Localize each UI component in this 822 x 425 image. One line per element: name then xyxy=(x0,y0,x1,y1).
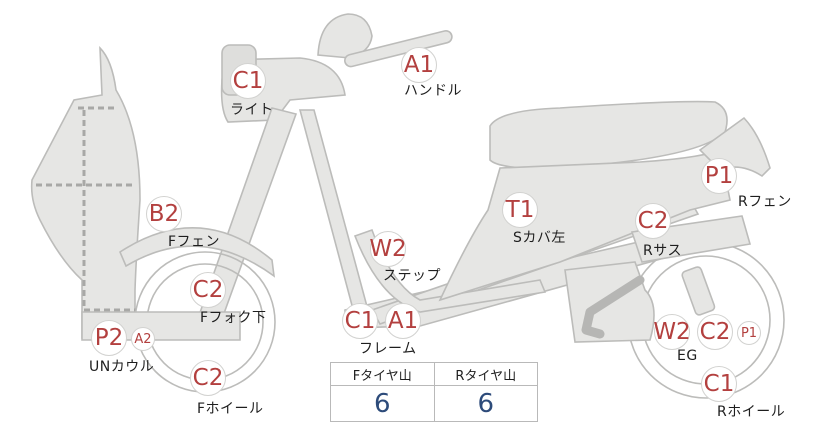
f-wheel-label: Fホイール xyxy=(197,401,264,417)
f-tire-tread-value: 6 xyxy=(330,385,435,422)
r-wheel-damage-badge: C1 xyxy=(701,366,737,402)
engine-damage-badge-2: C2 xyxy=(697,314,733,350)
r-tire-tread-value: 6 xyxy=(433,385,538,422)
r-fender-label: Rフェン xyxy=(738,194,792,210)
f-fork-lower-damage-badge: C2 xyxy=(190,272,226,308)
f-fender-label: Fフェン xyxy=(168,234,221,250)
f-fork-lower-label: Fフォク下 xyxy=(200,310,267,326)
f-fender-damage-badge: B2 xyxy=(146,196,182,232)
light-label: ライト xyxy=(230,102,274,118)
handlebar-shape xyxy=(344,30,453,68)
under-cowl-shape xyxy=(30,45,141,339)
un-cowl-damage-badge-2: A2 xyxy=(131,327,155,351)
un-cowl-damage-badge-1: P2 xyxy=(91,320,127,356)
step-label: ステップ xyxy=(383,268,441,284)
r-wheel-label: Rホイール xyxy=(717,404,786,420)
frame-damage-badge-2: A1 xyxy=(385,303,421,339)
exhaust-pipe xyxy=(581,275,645,339)
frame-label: フレーム xyxy=(359,341,417,357)
s-cover-left-damage-badge: T1 xyxy=(502,192,538,228)
step-damage-badge: W2 xyxy=(369,231,407,267)
engine-damage-badge-3: P1 xyxy=(737,321,761,345)
handle-label: ハンドル xyxy=(404,83,462,99)
shock-absorber-shape xyxy=(681,266,716,316)
down-frame-shape xyxy=(298,109,373,329)
engine-label: EG xyxy=(677,348,698,364)
r-suspension-label: Rサス xyxy=(643,243,682,259)
handle-damage-badge: A1 xyxy=(401,47,437,83)
frame-damage-badge-1: C1 xyxy=(342,303,378,339)
f-tire-tread-header: Fタイヤ山 xyxy=(330,362,435,386)
un-cowl-label: UNカウル xyxy=(89,359,155,375)
tire-tread-table: Fタイヤ山 Rタイヤ山 6 6 xyxy=(330,362,538,422)
s-cover-left-label: Sカバ左 xyxy=(513,230,566,246)
light-damage-badge: C1 xyxy=(230,63,266,99)
r-fender-damage-badge: P1 xyxy=(701,158,737,194)
f-wheel-damage-badge: C2 xyxy=(190,360,226,396)
rear-suspension-shape xyxy=(630,215,752,263)
r-tire-tread-header: Rタイヤ山 xyxy=(433,362,538,386)
engine-damage-badge-1: W2 xyxy=(653,314,691,350)
r-suspension-damage-badge: C2 xyxy=(635,203,671,239)
